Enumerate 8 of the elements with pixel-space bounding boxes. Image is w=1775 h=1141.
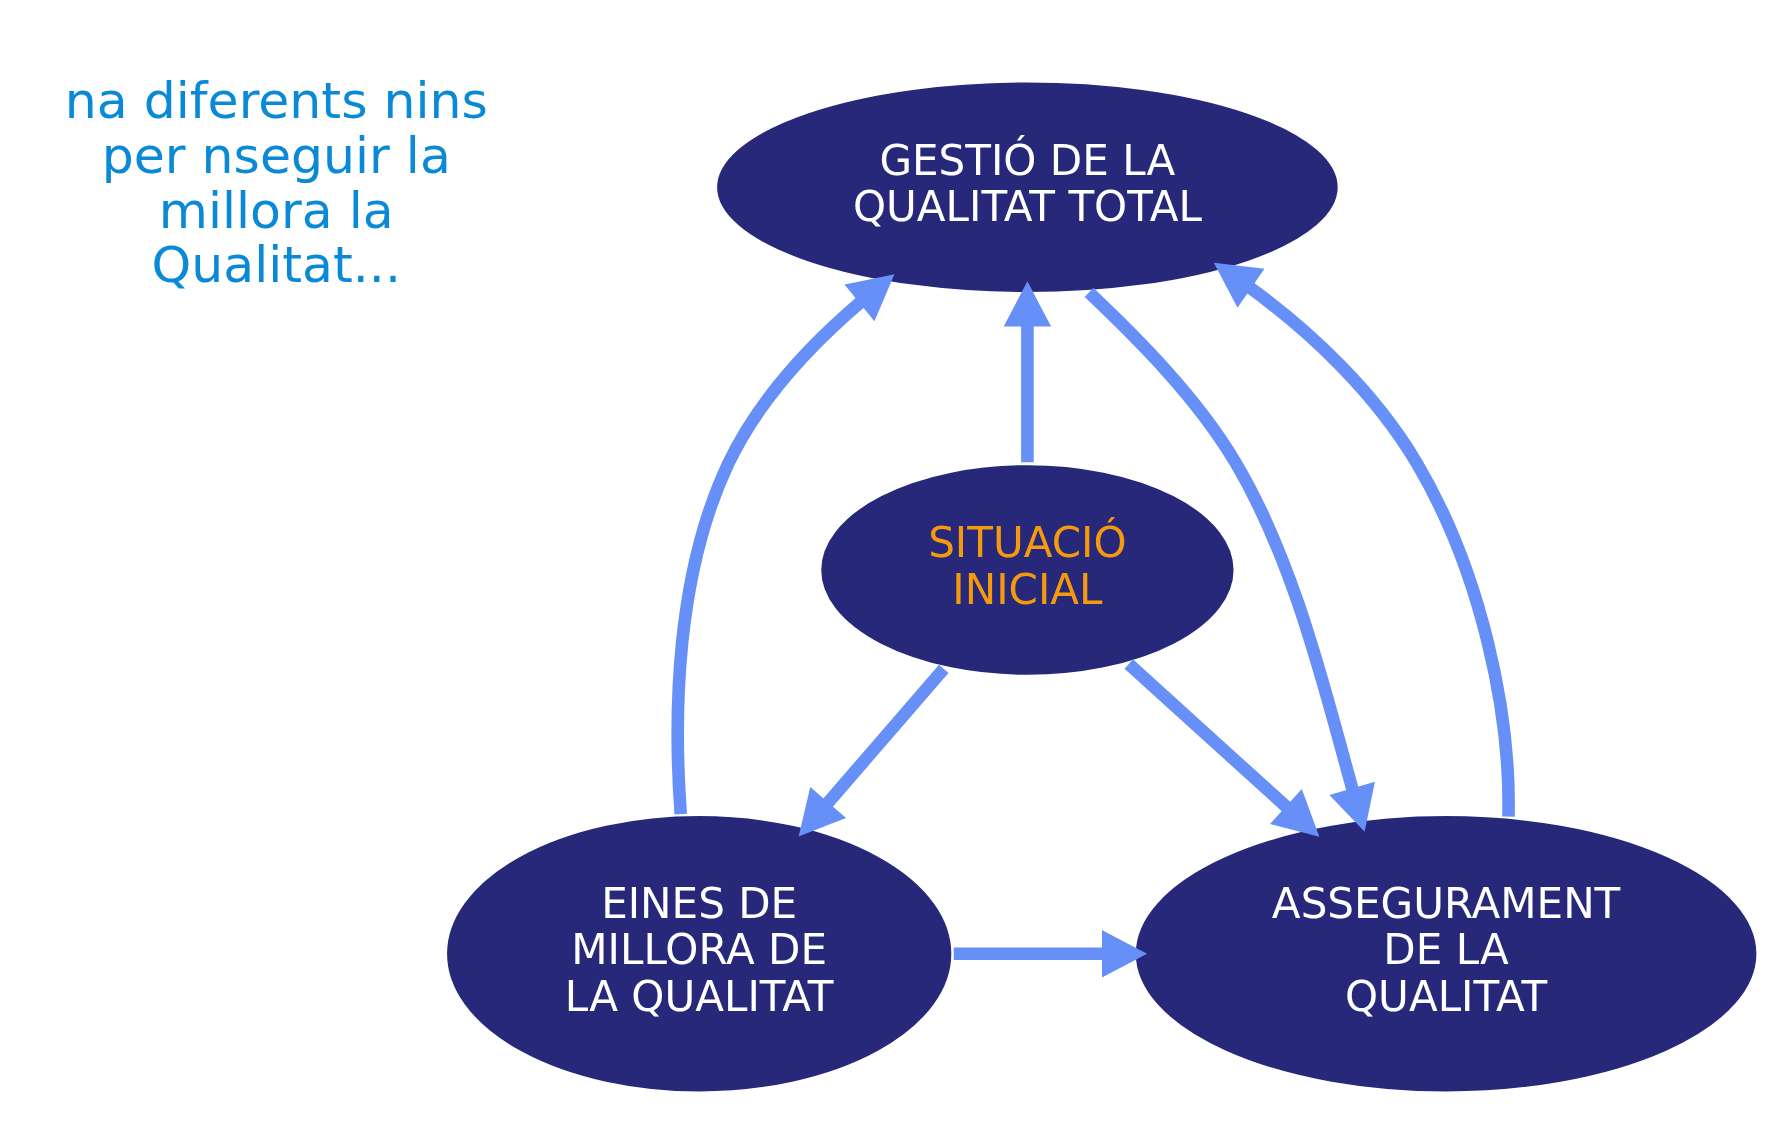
arrow bbox=[798, 664, 948, 837]
arrow bbox=[670, 273, 894, 815]
arrow bbox=[1213, 262, 1515, 817]
label: na diferents nins per nseguir la millora la Qualitat... bbox=[64, 70, 488, 294]
arrow bbox=[1084, 287, 1375, 832]
arrow bbox=[1003, 280, 1051, 462]
arrow bbox=[1124, 658, 1319, 837]
arrow bbox=[953, 929, 1147, 977]
